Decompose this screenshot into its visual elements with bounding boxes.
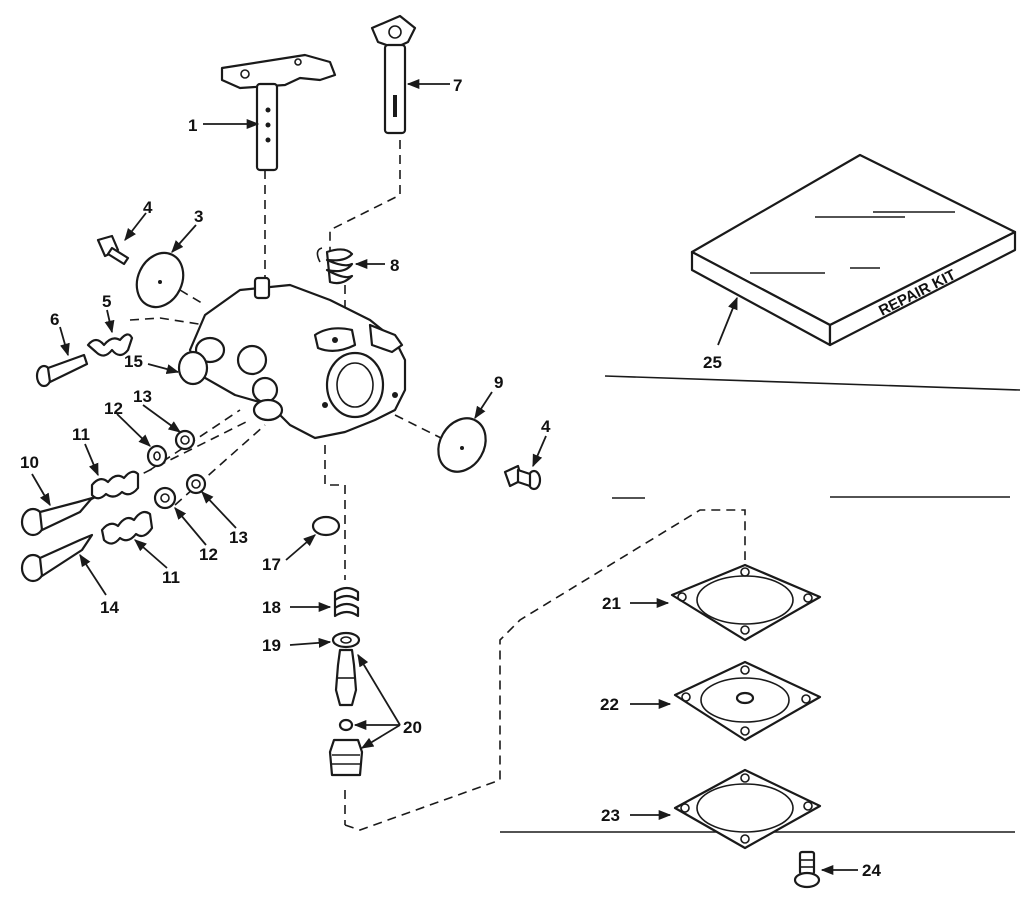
callout-6: 6 bbox=[50, 310, 59, 329]
callout-22: 22 bbox=[600, 695, 619, 714]
screw-part-4-upper bbox=[96, 234, 130, 266]
repair-kit-box-part-25: REPAIR KIT bbox=[690, 153, 1017, 347]
leader-arrows bbox=[31, 78, 858, 876]
callout-24: 24 bbox=[862, 861, 881, 880]
callout-labels: 1 7 3 4 5 6 8 15 13 12 11 10 9 4 13 12 1… bbox=[20, 76, 881, 880]
callout-23: 23 bbox=[601, 806, 620, 825]
callout-21: 21 bbox=[602, 594, 621, 613]
callout-17: 17 bbox=[262, 555, 281, 574]
callout-3: 3 bbox=[194, 207, 203, 226]
callout-4-lower: 4 bbox=[541, 417, 551, 436]
gasket-part-19 bbox=[331, 631, 361, 649]
assembly-guide-lines bbox=[89, 140, 746, 831]
screw-part-24 bbox=[793, 850, 821, 889]
spring-part-5 bbox=[86, 333, 134, 357]
washer-part-12-lower bbox=[153, 486, 177, 510]
callout-5: 5 bbox=[102, 292, 111, 311]
inlet-needle-part-20 bbox=[328, 648, 364, 777]
callout-12-lower: 12 bbox=[199, 545, 218, 564]
o-ring-part-13-upper bbox=[174, 429, 196, 451]
diaphragm-part-22 bbox=[673, 660, 822, 742]
gasket-part-21 bbox=[670, 563, 822, 642]
callout-18: 18 bbox=[262, 598, 281, 617]
callout-7: 7 bbox=[453, 76, 462, 95]
callout-13-upper: 13 bbox=[133, 387, 152, 406]
callout-4-upper: 4 bbox=[143, 198, 153, 217]
spring-part-11-lower bbox=[100, 510, 154, 545]
callout-1: 1 bbox=[188, 116, 197, 135]
callout-13-lower: 13 bbox=[229, 528, 248, 547]
callout-8: 8 bbox=[390, 256, 399, 275]
throttle-plate-part-3 bbox=[135, 251, 185, 309]
throttle-shaft-part-1 bbox=[220, 53, 337, 172]
spring-part-11-upper bbox=[90, 470, 140, 500]
callout-20: 20 bbox=[403, 718, 422, 737]
choke-shaft-part-7 bbox=[370, 14, 417, 135]
needle-part-14 bbox=[20, 533, 94, 583]
screw-part-6 bbox=[35, 353, 89, 388]
callout-12-upper: 12 bbox=[104, 399, 123, 418]
callout-14: 14 bbox=[100, 598, 119, 617]
welch-plug-part-15 bbox=[177, 350, 209, 386]
o-ring-part-13-lower bbox=[185, 473, 207, 495]
callout-9: 9 bbox=[494, 373, 503, 392]
callout-19: 19 bbox=[262, 636, 281, 655]
needle-part-10 bbox=[20, 496, 94, 537]
callout-25: 25 bbox=[703, 353, 722, 372]
choke-plate-part-9 bbox=[437, 417, 487, 473]
gasket-part-23 bbox=[673, 768, 822, 850]
washer-part-12-upper bbox=[146, 444, 168, 468]
choke-spring-part-8 bbox=[316, 247, 354, 285]
check-valve-part-17 bbox=[311, 515, 341, 537]
callout-11-lower: 11 bbox=[162, 568, 180, 587]
screw-part-4-lower bbox=[503, 464, 542, 491]
callout-15: 15 bbox=[124, 352, 143, 371]
callout-11-upper: 11 bbox=[72, 425, 90, 444]
carburetor-body bbox=[188, 276, 407, 440]
callout-10: 10 bbox=[20, 453, 39, 472]
spring-part-18 bbox=[333, 586, 360, 618]
